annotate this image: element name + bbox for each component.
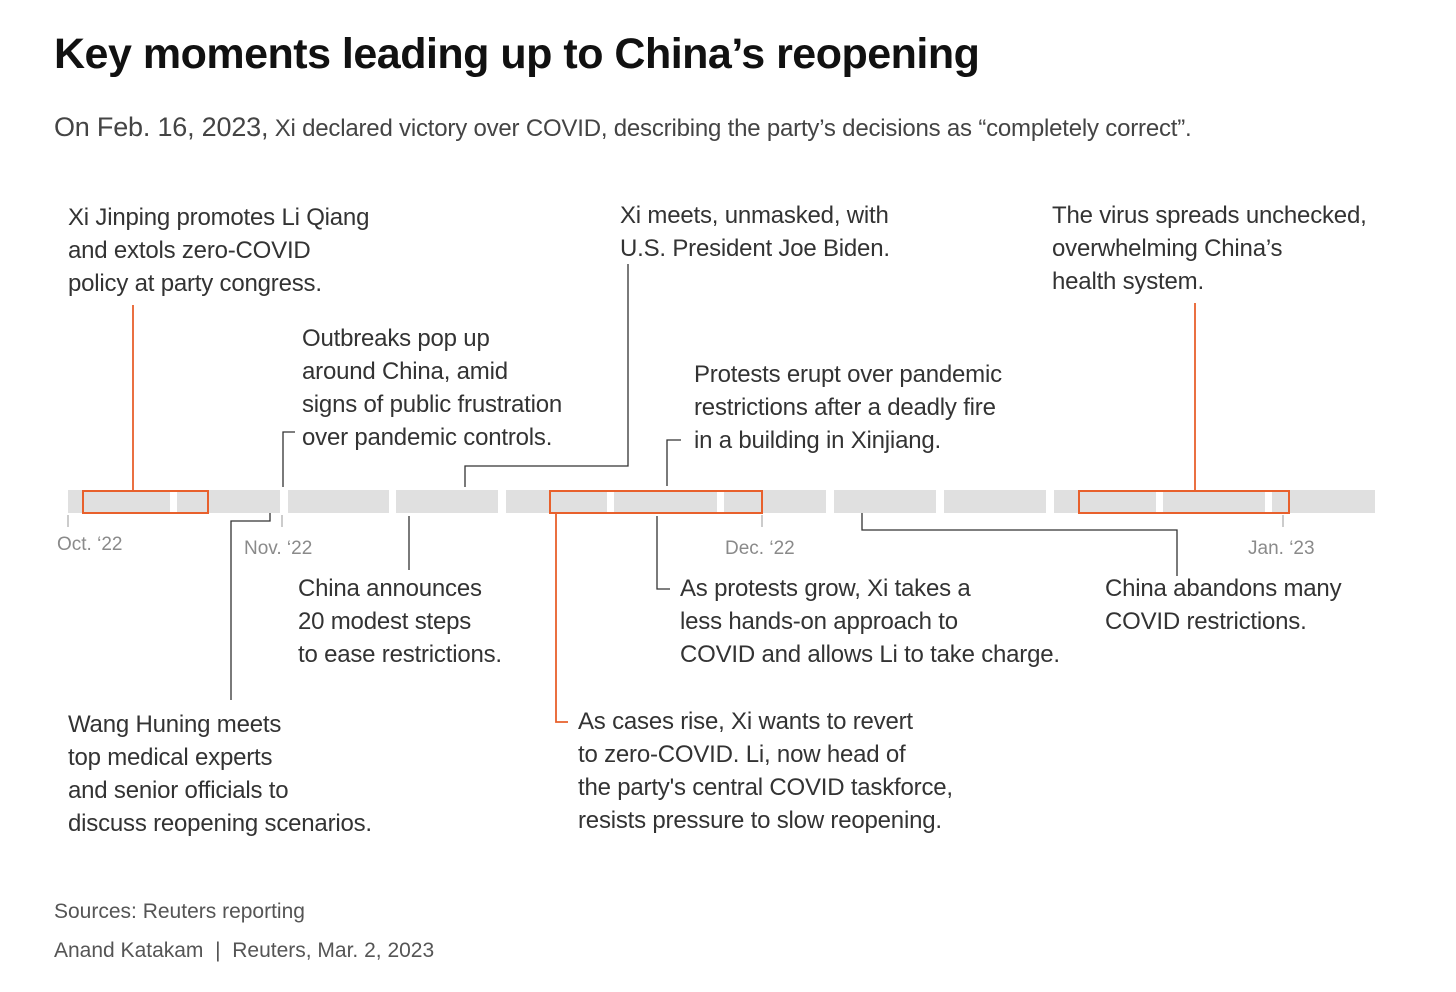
- event-line: the party's central COVID taskforce,: [578, 774, 953, 801]
- chart-subtitle: On Feb. 16, 2023, Xi declared victory ov…: [54, 112, 1192, 143]
- event-line: in a building in Xinjiang.: [694, 427, 941, 454]
- event-leaders: [230, 264, 1178, 700]
- event-line: top medical experts: [68, 744, 273, 771]
- event-line: policy at party congress.: [68, 270, 322, 297]
- week-divider: [170, 491, 177, 512]
- week-divider: [717, 491, 724, 512]
- event-hands-on: As protests grow, Xi takes a less hands-…: [680, 572, 1060, 671]
- event-line: Wang Huning meets: [68, 711, 282, 738]
- event-biden-meeting: Xi meets, unmasked, with U.S. President …: [620, 199, 890, 265]
- month-ticks: [67, 515, 1284, 527]
- event-line: 20 modest steps: [298, 608, 472, 635]
- accent-leaders: [132, 303, 1196, 723]
- timeline-bar: [68, 490, 1375, 513]
- event-line: around China, amid: [302, 358, 508, 385]
- sources-note: Sources: Reuters reporting: [54, 900, 305, 923]
- month-label-oct: Oct. ‘22: [57, 534, 123, 555]
- highlight-periods: [82, 490, 1290, 514]
- event-line: As protests grow, Xi takes a: [680, 575, 971, 602]
- event-outbreaks: Outbreaks pop up around China, amid sign…: [302, 322, 562, 454]
- event-line: China abandons many: [1105, 575, 1342, 602]
- event-wang-huning: Wang Huning meets top medical experts an…: [68, 708, 372, 840]
- credit-line: Anand Katakam | Reuters, Mar. 2, 2023: [54, 939, 435, 962]
- event-line: The virus spreads unchecked,: [1052, 202, 1367, 229]
- event-abandons: China abandons many COVID restrictions.: [1105, 572, 1342, 638]
- month-label-dec: Dec. ‘22: [725, 538, 795, 559]
- event-line: to ease restrictions.: [298, 641, 502, 668]
- event-twenty-steps: China announces 20 modest steps to ease …: [298, 572, 502, 671]
- event-line: signs of public frustration: [302, 391, 563, 418]
- event-line: Xi Jinping promotes Li Qiang: [68, 204, 370, 231]
- event-line: COVID restrictions.: [1105, 608, 1307, 635]
- highlight-party-congress: [82, 490, 209, 514]
- week-divider: [1265, 491, 1272, 512]
- event-line: Xi meets, unmasked, with: [620, 202, 889, 229]
- highlight-virus-spreads: [1078, 490, 1290, 514]
- event-line: Protests erupt over pandemic: [694, 361, 1002, 388]
- event-line: and senior officials to: [68, 777, 289, 804]
- week-segment: [288, 490, 389, 513]
- event-cases-rise: As cases rise, Xi wants to revert to zer…: [578, 705, 953, 837]
- week-segment: [1054, 490, 1375, 513]
- event-line: restrictions after a deadly fire: [694, 394, 996, 421]
- chart-title: Key moments leading up to China’s reopen…: [54, 30, 980, 78]
- event-line: discuss reopening scenarios.: [68, 810, 372, 837]
- event-line: resists pressure to slow reopening.: [578, 807, 942, 834]
- event-line: overwhelming China’s: [1052, 235, 1283, 262]
- leader-biden: [464, 264, 629, 487]
- event-line: health system.: [1052, 268, 1204, 295]
- event-line: Outbreaks pop up: [302, 325, 490, 352]
- event-line: U.S. President Joe Biden.: [620, 235, 890, 262]
- leader-cases-rise: [555, 513, 568, 723]
- event-virus-spreads: The virus spreads unchecked, overwhelmin…: [1052, 199, 1367, 298]
- subtitle-text: Xi declared victory over COVID, describi…: [268, 115, 1192, 142]
- subtitle-date: On Feb. 16, 2023,: [54, 112, 269, 142]
- week-divider: [607, 491, 614, 512]
- week-segment: [506, 490, 826, 513]
- week-divider: [1156, 491, 1163, 512]
- event-line: China announces: [298, 575, 482, 602]
- event-protests: Protests erupt over pandemic restriction…: [694, 358, 1002, 457]
- month-label-jan: Jan. ‘23: [1248, 538, 1315, 559]
- leader-outbreaks: [282, 431, 295, 487]
- event-line: to zero-COVID. Li, now head of: [578, 741, 906, 768]
- event-line: As cases rise, Xi wants to revert: [578, 708, 913, 735]
- week-segment: [834, 490, 936, 513]
- week-segment: [396, 490, 498, 513]
- highlight-cases-rise: [549, 490, 763, 514]
- leader-abandons: [861, 513, 1178, 576]
- event-line: over pandemic controls.: [302, 424, 553, 451]
- month-label-nov: Nov. ‘22: [244, 538, 313, 559]
- week-segment: [944, 490, 1046, 513]
- week-dividers: [170, 491, 1272, 512]
- leader-wang-huning: [230, 513, 271, 700]
- event-line: less hands-on approach to: [680, 608, 958, 635]
- event-line: COVID and allows Li to take charge.: [680, 641, 1060, 668]
- event-party-congress: Xi Jinping promotes Li Qiang and extols …: [68, 201, 369, 300]
- event-line: and extols zero-COVID: [68, 237, 311, 264]
- leader-protests: [666, 439, 681, 486]
- leader-hands-on: [656, 516, 670, 590]
